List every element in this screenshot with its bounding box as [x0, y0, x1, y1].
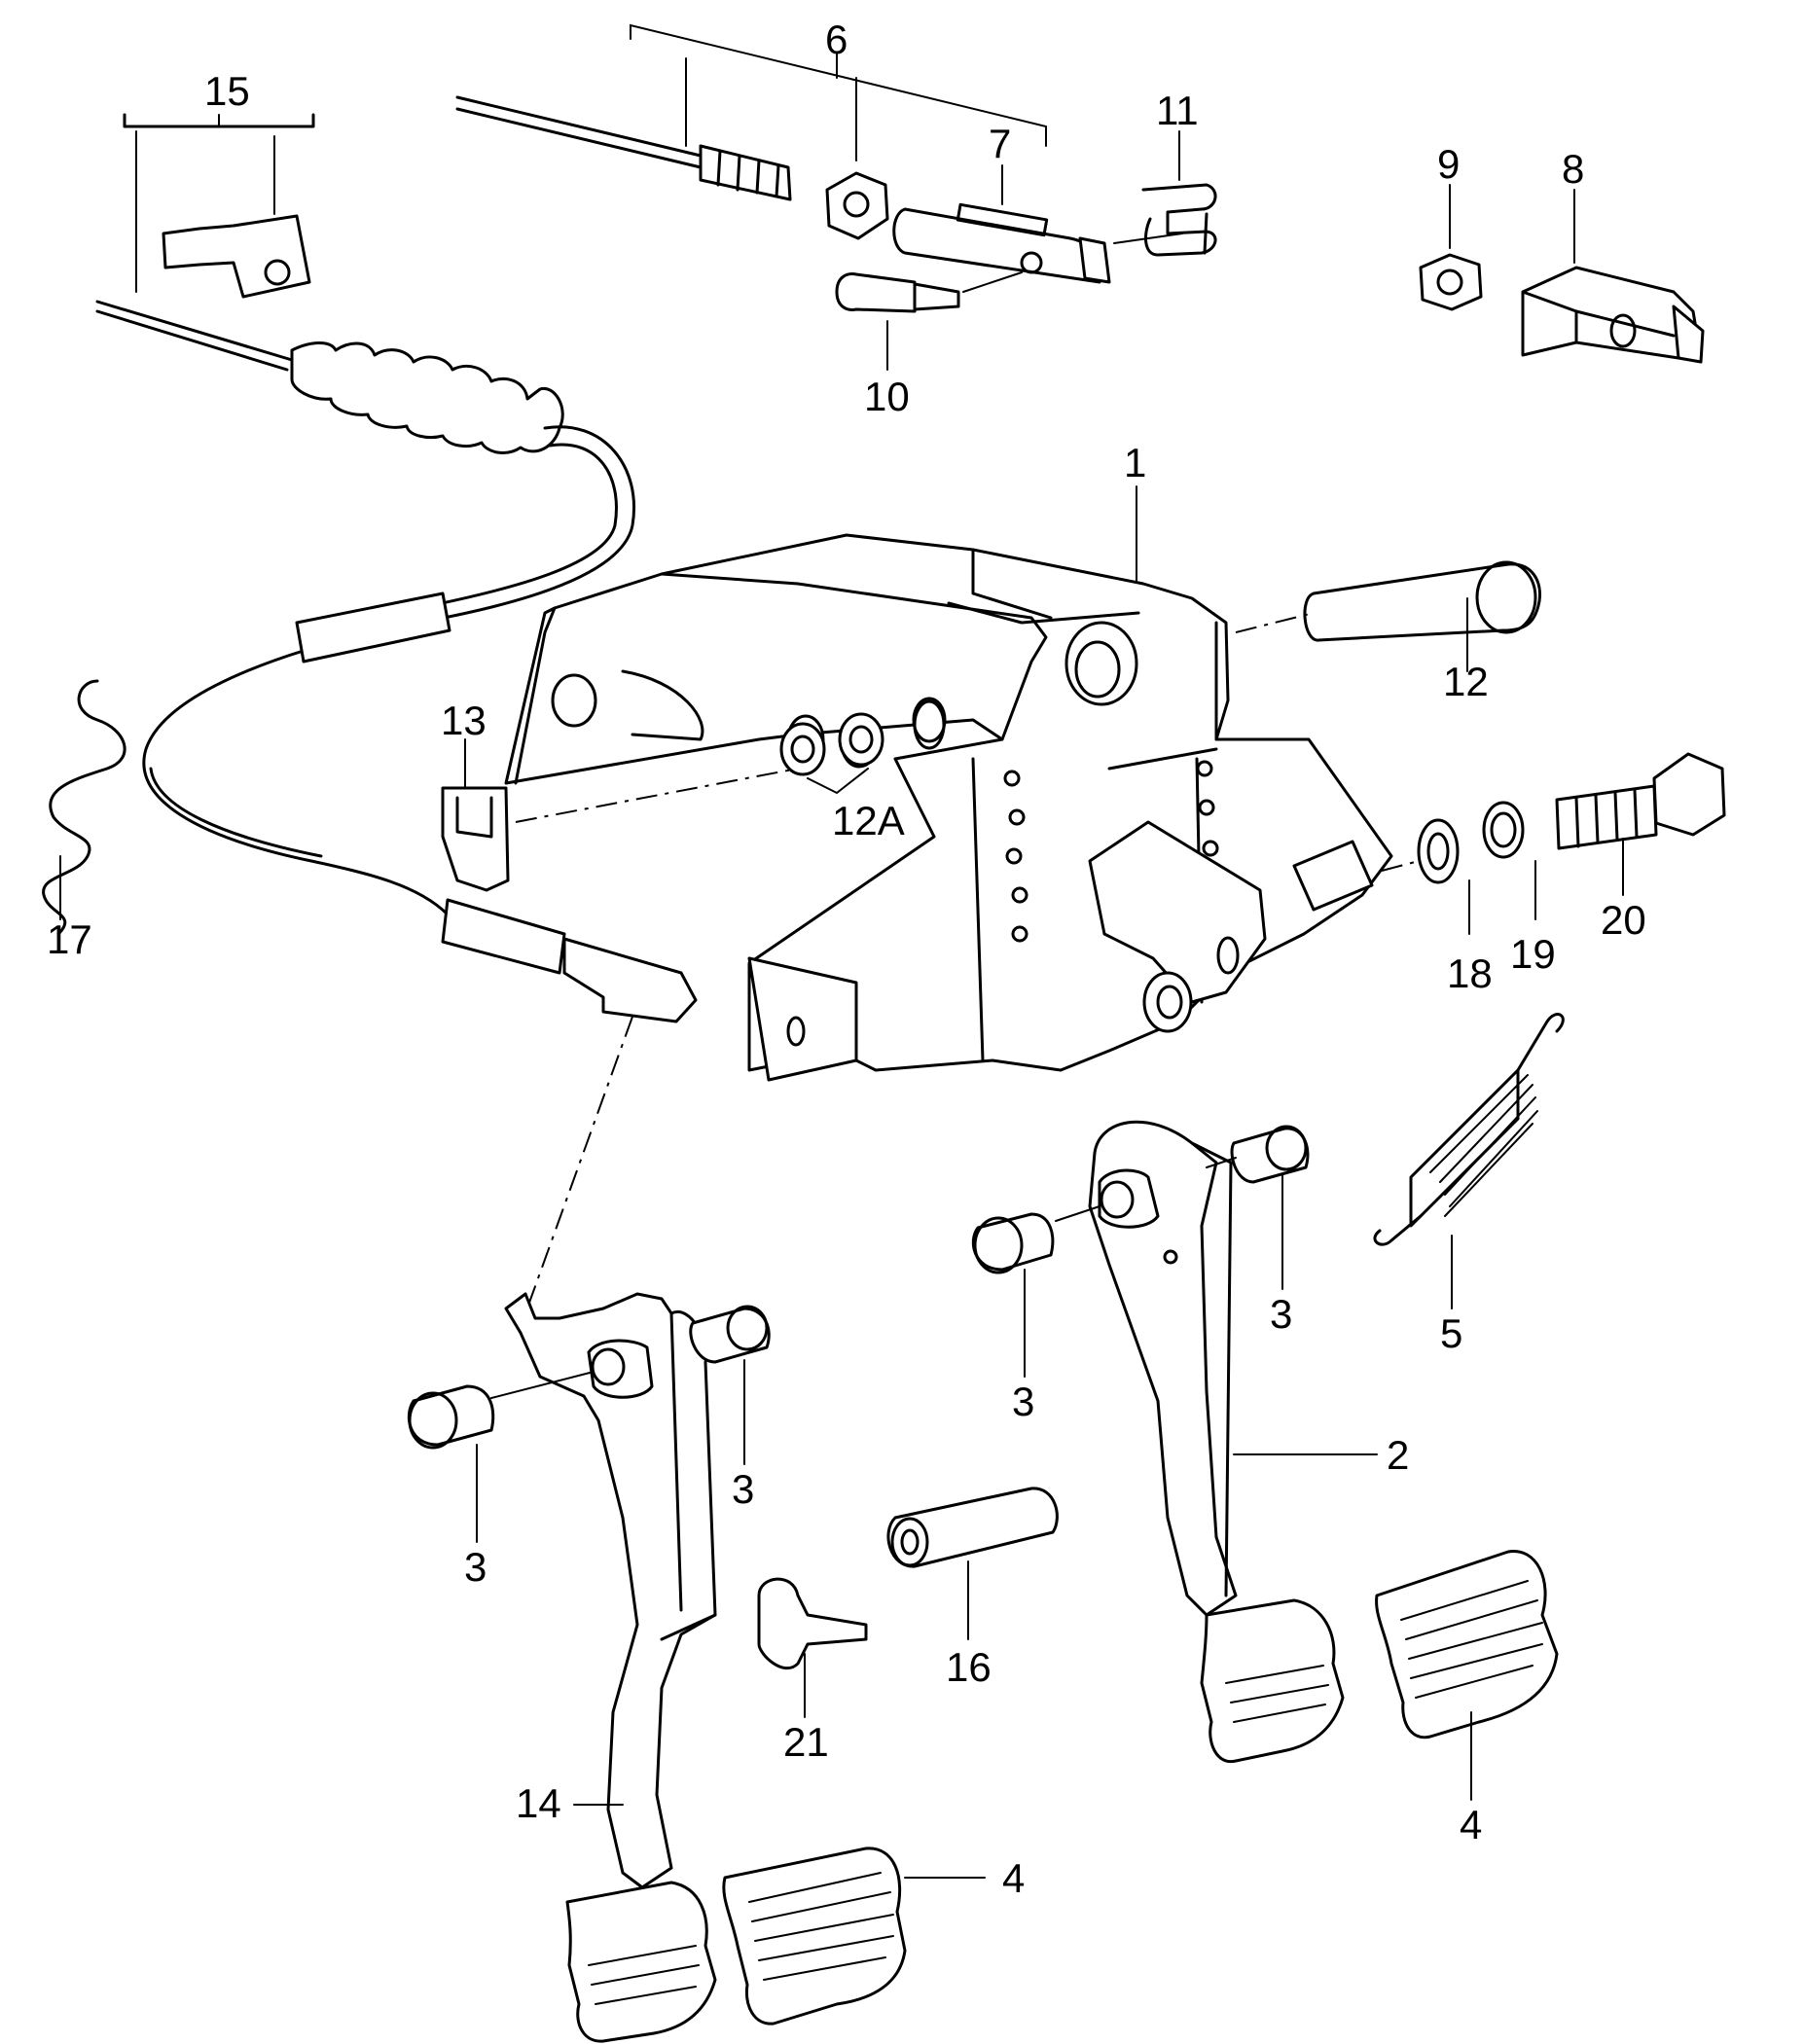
- part-16-sleeve: [886, 1487, 1059, 1640]
- part-20-bolt: [1555, 752, 1726, 896]
- clutch-cable: [142, 341, 698, 1023]
- part-15-cable-end: [95, 113, 315, 372]
- callout-8: 8: [1562, 146, 1584, 192]
- callout-17: 17: [47, 916, 92, 962]
- callout-6: 6: [825, 17, 848, 62]
- callout-14: 14: [516, 1780, 561, 1826]
- part-18-washer: [1381, 818, 1470, 935]
- callout-3-clutch-left: 3: [464, 1544, 487, 1590]
- callout-4-right: 4: [1460, 1802, 1482, 1847]
- callout-12: 12: [1443, 659, 1489, 704]
- callout-10: 10: [864, 374, 910, 419]
- callout-2: 2: [1387, 1432, 1409, 1478]
- callout-4-left: 4: [1002, 1855, 1025, 1901]
- part-2-brake-pedal: [971, 1120, 1378, 1764]
- part-14-clutch-pedal: [407, 1016, 771, 2043]
- part-13-spring-clip: [441, 738, 799, 892]
- part-7-clevis: [892, 164, 1111, 284]
- callout-7: 7: [989, 121, 1011, 166]
- callout-12a: 12A: [832, 798, 905, 843]
- callout-13: 13: [441, 698, 487, 743]
- callout-20: 20: [1601, 897, 1646, 943]
- part-6-threaded-rod: [455, 23, 1047, 240]
- part-5-return-spring: [1373, 1013, 1565, 1309]
- part-1-pedal-bracket: [504, 485, 1393, 1082]
- callout-15: 15: [204, 68, 250, 114]
- part-9-nut: [1419, 184, 1483, 311]
- part-12a-washers: [779, 699, 946, 795]
- part-11-retaining-clip: [1113, 130, 1217, 257]
- part-8-clevis: [1521, 189, 1705, 364]
- callout-3-brake-right: 3: [1270, 1291, 1292, 1337]
- callout-1: 1: [1124, 440, 1146, 485]
- callout-11: 11: [1156, 88, 1199, 133]
- part-19-washer: [1482, 801, 1536, 920]
- part-4-pedal-pad-left: [722, 1847, 986, 2026]
- callout-3-brake-left: 3: [1012, 1379, 1034, 1424]
- callout-9: 9: [1437, 141, 1460, 187]
- part-4-pedal-pad-right: [1375, 1550, 1559, 1801]
- part-21-stop-pin: [757, 1577, 868, 1718]
- callout-19: 19: [1510, 931, 1556, 977]
- callout-3-clutch-right: 3: [732, 1466, 754, 1512]
- part-10-clevis-pin: [835, 271, 1023, 371]
- part-17-spring-clip: [42, 679, 126, 936]
- callout-5: 5: [1440, 1310, 1462, 1356]
- callout-21: 21: [783, 1719, 829, 1765]
- part-12-pivot-shaft: [1235, 560, 1542, 672]
- callout-16: 16: [946, 1644, 992, 1690]
- callout-18: 18: [1447, 950, 1493, 996]
- callout-labels: 1 2 3 3 3 3 4 4 5 6 7 8 9 10 11 12 12A 1…: [47, 17, 1646, 1901]
